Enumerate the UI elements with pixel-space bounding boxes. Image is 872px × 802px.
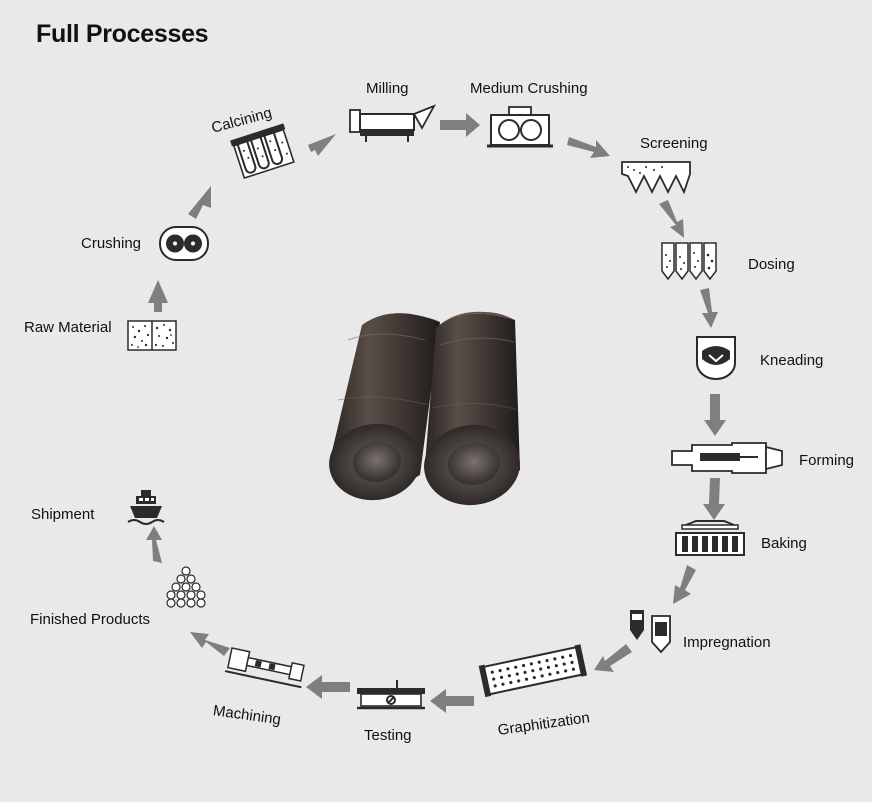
arrow-finished-to-shipment: [146, 526, 162, 563]
testing-bench-icon: [357, 680, 425, 710]
step-label-shipment: Shipment: [31, 506, 95, 523]
arrow-milling-to-medium: [440, 113, 480, 137]
extruder-icon: [671, 442, 783, 474]
arrow-calcining-to-milling: [308, 134, 336, 156]
crushing-rollers-icon: [159, 226, 209, 261]
step-label-screening: Screening: [640, 135, 708, 152]
step-label-dosing: Dosing: [748, 256, 795, 273]
impregnation-tank-icon: [630, 610, 671, 654]
step-label-forming: Forming: [799, 452, 855, 469]
arrow-raw-to-crushing: [148, 280, 168, 312]
step-label-raw-material: Raw Material: [24, 319, 112, 336]
graphite-electrodes-photo: [329, 311, 520, 506]
lathe-icon: [224, 647, 305, 689]
step-label-crushing: Crushing: [81, 235, 142, 252]
dosing-bins-icon: [661, 242, 717, 281]
arrow-screening-to-dosing: [659, 200, 684, 238]
arrow-machining-to-finished: [190, 632, 230, 656]
arrow-baking-to-impregnation: [673, 565, 696, 604]
arrow-kneading-to-forming: [704, 394, 726, 436]
step-label-impregnation: Impregnation: [683, 634, 771, 651]
step-label-finished-products: Finished Products: [30, 611, 151, 628]
step-label-kneading: Kneading: [760, 352, 824, 369]
calcining-kiln-icon: [230, 123, 295, 180]
step-label-baking: Baking: [761, 535, 807, 552]
kneader-icon: [696, 336, 736, 380]
raw-material-icon: [127, 320, 177, 351]
electrode-stack-icon: [166, 566, 206, 608]
medium-crusher-icon: [487, 106, 553, 148]
mill-icon: [349, 104, 436, 142]
baking-furnace-icon: [675, 520, 745, 556]
screen-icon: [621, 161, 691, 195]
step-label-medium-crushing: Medium Crushing: [470, 80, 588, 97]
graphitization-furnace-icon: [478, 644, 588, 698]
arrow-graphitization-to-testing: [430, 689, 474, 713]
arrow-medium-to-screening: [567, 137, 610, 158]
page-title: Full Processes: [36, 20, 209, 48]
flow-arrows: [146, 113, 726, 713]
step-label-milling: Milling: [366, 80, 409, 97]
arrow-testing-to-machining: [306, 675, 350, 699]
arrow-crushing-to-calcining: [188, 186, 211, 219]
ship-icon: [127, 490, 165, 525]
arrow-impregnation-to-graphitization: [594, 644, 632, 672]
step-label-testing: Testing: [364, 727, 412, 744]
arrow-forming-to-baking: [703, 478, 725, 520]
arrow-dosing-to-kneading: [700, 288, 718, 328]
